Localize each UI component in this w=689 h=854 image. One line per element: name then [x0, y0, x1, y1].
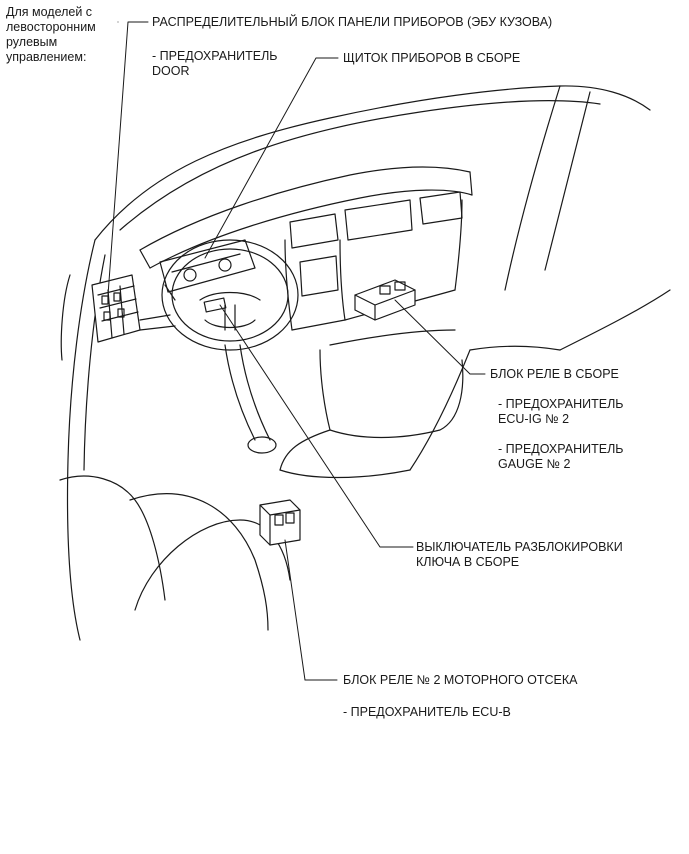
fuse-door-label: - ПРЕДОХРАНИТЕЛЬ DOOR — [152, 49, 278, 78]
lhd-note-label: Для моделей с левосторонним рулевым упра… — [6, 5, 96, 64]
instrument-panel-jb-label: РАСПРЕДЕЛИТЕЛЬНЫЙ БЛОК ПАНЕЛИ ПРИБОРОВ (… — [152, 15, 553, 29]
windshield-outline — [94, 85, 651, 241]
fuse-ecu-ig2-label: - ПРЕДОХРАНИТЕЛЬ ECU-IG № 2 — [498, 397, 624, 426]
steering-column — [224, 344, 256, 441]
engine-room-relay-block-shape — [259, 499, 301, 546]
combination-meter-shape — [159, 239, 256, 293]
instrument-panel-junction-block — [91, 274, 141, 343]
relay-block-label: БЛОК РЕЛЕ В СБОРЕ — [490, 367, 619, 381]
fuse-gauge2-label: - ПРЕДОХРАНИТЕЛЬ GAUGE № 2 — [498, 442, 624, 471]
fuse-ecu-b-label: - ПРЕДОХРАНИТЕЛЬ ECU-B — [343, 705, 511, 719]
steering-wheel — [161, 239, 299, 351]
unlock-switch-label: ВЫКЛЮЧАТЕЛЬ РАЗБЛОКИРОВКИ КЛЮЧА В СБОРЕ — [416, 540, 623, 569]
roof-line — [119, 100, 601, 231]
leader-lines — [107, 21, 486, 681]
a-pillar — [66, 239, 96, 641]
combination-meter-label: ЩИТОК ПРИБОРОВ В СБОРЕ — [343, 51, 521, 65]
wheel-arch — [134, 519, 291, 611]
dashboard-top — [139, 166, 471, 251]
engine-relay-block2-label: БЛОК РЕЛЕ № 2 МОТОРНОГО ОТСЕКА — [343, 673, 578, 687]
relay-block-shape — [354, 279, 416, 321]
